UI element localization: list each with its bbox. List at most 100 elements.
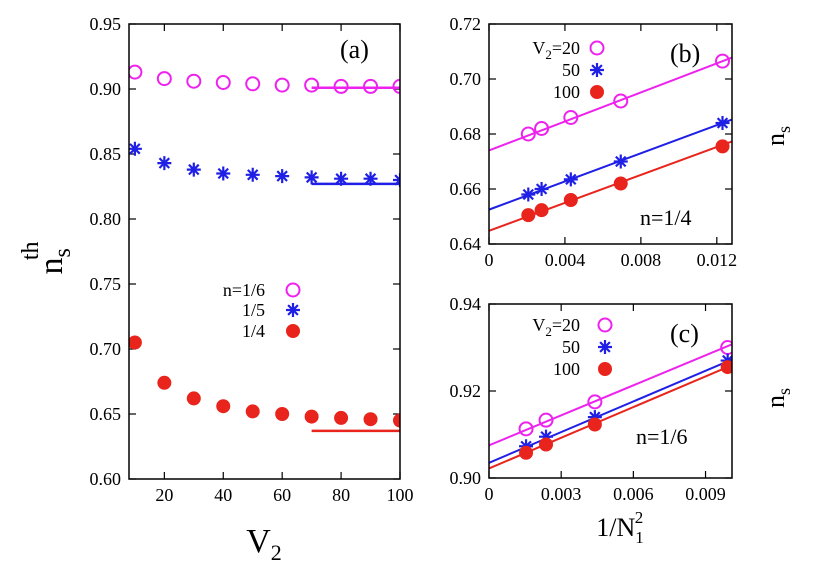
data-point (334, 410, 349, 425)
plot-frame (128, 23, 401, 480)
data-point (245, 404, 260, 419)
data-point (534, 203, 549, 218)
x-tick-label: 80 (332, 485, 350, 505)
y-axis-title-sup: th (18, 241, 44, 260)
data-point (216, 166, 231, 181)
data-point (538, 412, 554, 428)
data-point (363, 412, 378, 427)
panel-label: (b) (670, 39, 700, 68)
data-point (715, 53, 731, 69)
y-axis-title-main: n (761, 395, 790, 408)
data-point (521, 187, 536, 202)
x-axis-title-sub: 1 (635, 528, 644, 547)
legend-label: n=1/6 (223, 280, 265, 300)
y-tick-label: 0.70 (90, 339, 122, 359)
data-point (587, 410, 602, 425)
legend-marker (590, 63, 604, 77)
data-point (186, 391, 201, 406)
data-point (129, 335, 142, 350)
panel-label: (c) (670, 319, 699, 348)
data-point (157, 375, 172, 390)
x-axis-title-c: 1/N12 (596, 508, 644, 547)
y-tick-label: 0.68 (450, 124, 482, 144)
series-b-0 (489, 53, 732, 152)
data-point (304, 77, 320, 93)
panel-label: (a) (340, 35, 369, 64)
y-tick-label: 0.75 (90, 274, 122, 294)
data-point (245, 167, 260, 182)
data-point (613, 154, 628, 169)
data-point (274, 77, 290, 93)
y-tick-label: 0.65 (90, 404, 122, 424)
legend-label: 50 (562, 60, 580, 80)
data-point (715, 116, 730, 130)
data-point (613, 176, 628, 191)
series-a-2 (129, 335, 400, 433)
data-point (363, 171, 378, 186)
y-tick-label: 0.70 (450, 69, 482, 89)
data-point (215, 75, 231, 90)
x-tick-label: 20 (155, 485, 173, 505)
y-tick-label: 0.85 (90, 144, 122, 164)
data-point (129, 64, 143, 80)
legend-marker (598, 362, 612, 376)
y-axis-title-c: ns (761, 388, 794, 408)
data-point (521, 208, 536, 223)
data-point (520, 126, 536, 142)
data-point (363, 78, 379, 94)
legend-label-sub: 2 (545, 324, 552, 339)
data-point (157, 156, 172, 171)
y-tick-label: 0.95 (90, 14, 122, 34)
data-point (304, 170, 319, 185)
y-axis-title-a: nsth (18, 241, 76, 274)
series-b-1 (489, 116, 732, 211)
data-point (216, 399, 231, 414)
data-point (156, 71, 172, 87)
x-axis-title-sub: 2 (271, 540, 282, 565)
data-point (519, 445, 534, 460)
y-tick-label: 0.64 (450, 234, 482, 254)
x-tick-label: 40 (214, 485, 232, 505)
legend-marker (589, 40, 605, 56)
annotation: n=1/6 (636, 424, 688, 449)
legend-label: V2=20 (532, 315, 580, 339)
legend-marker (598, 340, 612, 354)
legend-label-rest: =20 (552, 38, 580, 58)
x-tick-label: 100 (387, 485, 414, 505)
y-tick-label: 0.94 (450, 294, 482, 314)
y-axis-title-main: n (761, 133, 790, 146)
data-point (518, 421, 534, 437)
data-point (534, 121, 550, 136)
legend-label: 100 (553, 359, 580, 379)
plot-frame (488, 303, 733, 479)
x-axis-title-a: V2 (246, 523, 282, 565)
y-tick-label: 0.90 (90, 79, 122, 99)
data-point (129, 141, 142, 156)
legend-label: V2=20 (532, 38, 580, 62)
y-tick-label: 0.60 (90, 469, 122, 489)
legend-label: 1/4 (242, 321, 265, 341)
data-point (245, 76, 261, 92)
data-point (539, 429, 554, 444)
data-point (587, 394, 603, 410)
legend-label: 1/5 (242, 300, 265, 320)
data-point (392, 78, 400, 94)
data-point (275, 407, 290, 421)
x-tick-label: 0.004 (545, 250, 586, 270)
fit-line (489, 56, 732, 152)
data-point (275, 169, 290, 184)
legend-label-sub: 2 (545, 47, 552, 62)
y-tick-label: 0.80 (90, 209, 122, 229)
data-point (333, 78, 349, 94)
y-tick-label: 0.92 (450, 381, 482, 401)
legend-marker (285, 282, 301, 298)
data-point (539, 437, 554, 452)
legend-marker (286, 303, 300, 317)
data-point (563, 110, 579, 125)
data-point (563, 172, 578, 187)
x-tick-label: 0.003 (541, 484, 582, 504)
